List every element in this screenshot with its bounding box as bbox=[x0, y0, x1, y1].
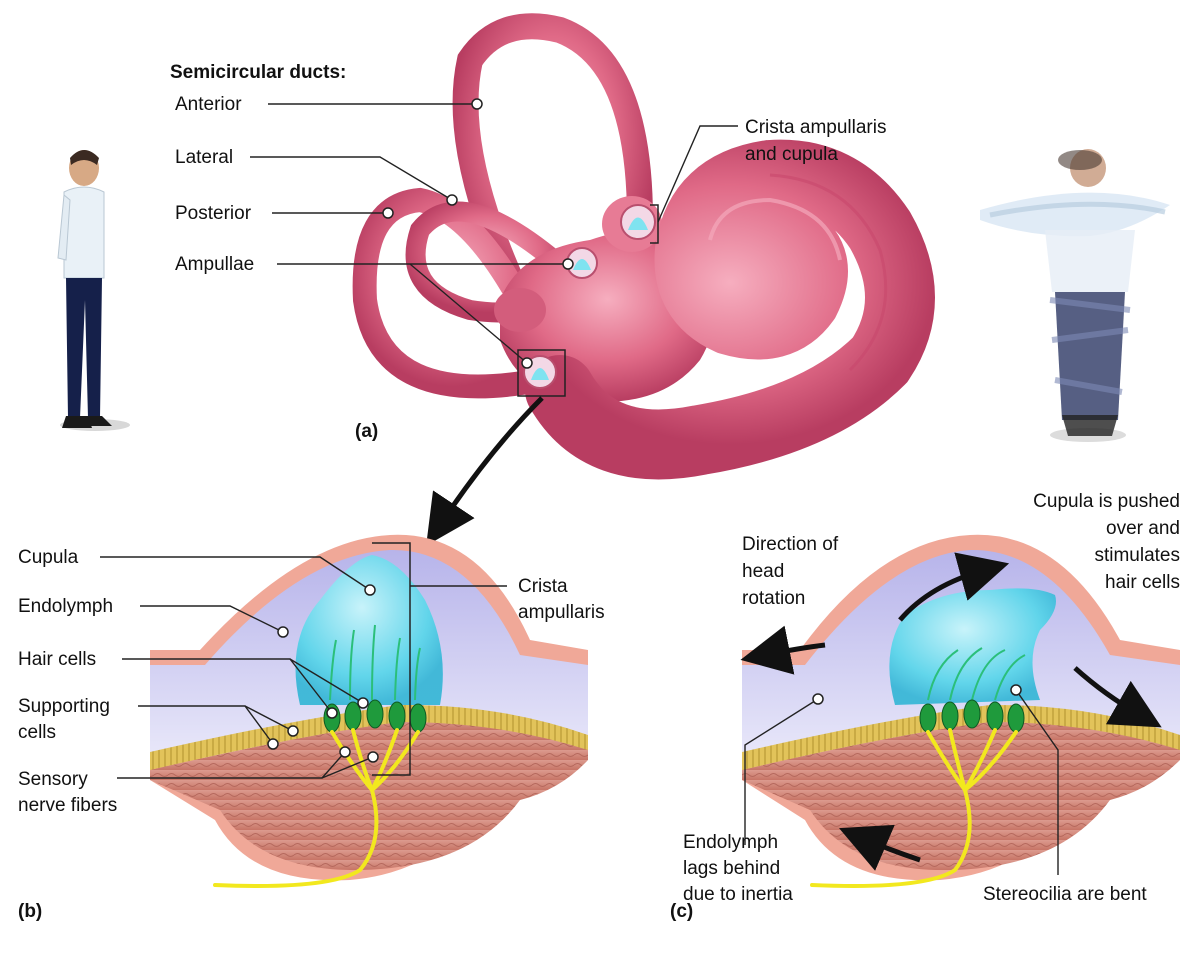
label-sensory-line2: nerve fibers bbox=[18, 795, 118, 816]
label-sensory-line1: Sensory bbox=[18, 769, 88, 790]
label-ampullae: Ampullae bbox=[175, 254, 255, 275]
label-cupula-pushed-line1: Cupula is pushed bbox=[1033, 491, 1180, 512]
label-cupula-pushed-line4: hair cells bbox=[1105, 572, 1180, 593]
leader-dots-a bbox=[382, 98, 574, 369]
semicircular-ducts-heading: Semicircular ducts: bbox=[170, 62, 347, 83]
motion-arrows-c bbox=[740, 552, 1162, 871]
leader-lines-a bbox=[250, 103, 738, 364]
spinning-person bbox=[980, 149, 1170, 442]
leader-lines-c bbox=[744, 689, 1059, 875]
label-cupula-pushed-line2: over and bbox=[1106, 518, 1180, 539]
label-stereocilia: Stereocilia are bent bbox=[983, 884, 1147, 905]
label-supporting-line2: cells bbox=[18, 722, 57, 743]
label-anterior: Anterior bbox=[175, 94, 242, 115]
leader-dots-b bbox=[267, 584, 379, 763]
label-lateral: Lateral bbox=[175, 147, 234, 168]
zoom-arrow bbox=[426, 396, 544, 546]
label-direction-line1: Direction of bbox=[742, 534, 839, 555]
label-crista-b-line1: Crista bbox=[518, 576, 568, 597]
label-cupula: Cupula bbox=[18, 547, 79, 568]
label-crista-cupula-line2: and cupula bbox=[745, 144, 838, 165]
leader-lines-b bbox=[100, 556, 507, 779]
panel-letter-c: (c) bbox=[670, 901, 694, 922]
label-hair-cells: Hair cells bbox=[18, 649, 97, 670]
label-direction-line2: head bbox=[742, 561, 785, 582]
label-crista-b-line2: ampullaris bbox=[518, 602, 605, 623]
label-supporting-line1: Supporting bbox=[18, 696, 110, 717]
label-direction-line3: rotation bbox=[742, 588, 806, 609]
inner-ear bbox=[352, 13, 935, 480]
standing-person bbox=[57, 150, 130, 431]
label-endolymph: Endolymph bbox=[18, 596, 114, 617]
leader-dots-c bbox=[812, 684, 1022, 705]
label-posterior: Posterior bbox=[175, 203, 252, 224]
panel-letter-b: (b) bbox=[18, 901, 43, 922]
label-crista-cupula-line1: Crista ampullaris bbox=[745, 117, 887, 138]
label-endolymph-lags-line2: lags behind bbox=[683, 858, 781, 879]
panel-letter-a: (a) bbox=[355, 421, 379, 442]
label-cupula-pushed-line3: stimulates bbox=[1094, 545, 1180, 566]
label-endolymph-lags-line1: Endolymph bbox=[683, 832, 779, 853]
label-endolymph-lags-line3: due to inertia bbox=[683, 884, 793, 905]
